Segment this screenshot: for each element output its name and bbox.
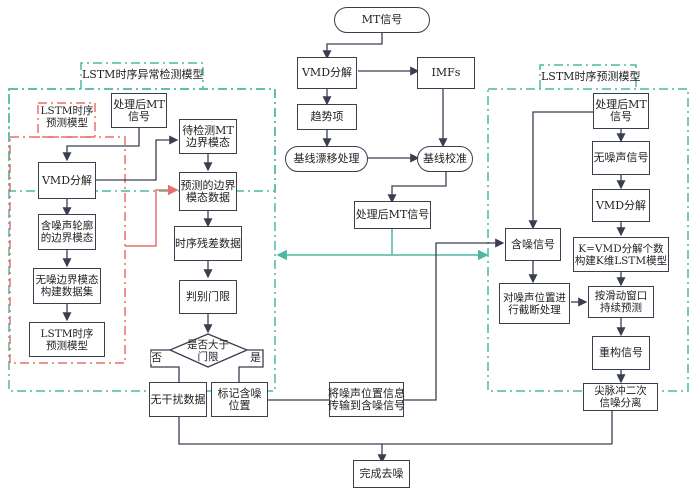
clean-data-box: 无干扰数据 (149, 382, 207, 417)
right-vmd-box: VMD分解 (592, 189, 650, 222)
left-processed-mt-box: 处理后MT 信号 (111, 93, 167, 128)
baseline-correct-terminal: 基线校准 (417, 146, 473, 172)
right-region-title: LSTM时序预测模型 (541, 70, 641, 83)
predicted-modes-box: 预测的边界 模态数据 (179, 172, 237, 211)
to-detect-modes-box: 待检测MT 边界模态 (179, 119, 237, 154)
trend-box: 趋势项 (297, 104, 357, 130)
noise-free-signal-box: 无噪声信号 (592, 141, 650, 175)
residual-box: 时序残差数据 (174, 226, 242, 261)
mark-noise-box: 标记含噪 位置 (211, 382, 268, 417)
spike-separation-box: 尖脉冲二次 信噪分离 (583, 383, 658, 411)
sliding-window-box: 按滑动窗口 持续预测 (588, 286, 654, 318)
transfer-noise-info-box: 将噪声位置信息 传输到含噪信号 (328, 382, 405, 417)
decision-diamond (168, 333, 249, 368)
done-denoise-box: 完成去噪 (353, 460, 410, 488)
lstm-subregion-border (9, 102, 126, 364)
truncate-box: 对噪声位置进 行截断处理 (499, 283, 570, 324)
noisy-signal-box: 含噪信号 (505, 228, 561, 261)
clean-dataset-box: 无噪边界模态 构建数据集 (33, 268, 101, 304)
processed-mt-signal-box: 处理后MT信号 (354, 201, 431, 229)
imfs-box: IMFs (417, 57, 475, 89)
left-region-border-full (8, 88, 276, 392)
lstm-model-box: LSTM时序 预测模型 (29, 322, 105, 357)
left-region-title: LSTM时序异常检测模型 (82, 68, 204, 81)
red-arrow (125, 184, 179, 247)
right-processed-mt-box: 处理后MT 信号 (593, 93, 649, 129)
no-label: 否 (151, 351, 162, 364)
left-vmd-box: VMD分解 (38, 162, 96, 199)
reconstruct-box: 重构信号 (592, 336, 650, 370)
mt-signal-terminal: MT信号 (334, 7, 430, 33)
noisy-modes-box: 含噪声轮廓 的边界模态 (38, 214, 96, 250)
yes-label: 是 (250, 351, 261, 364)
baseline-drift-terminal: 基线漂移处理 (285, 146, 368, 172)
decision-label: 是否大于 门限 (187, 339, 229, 363)
lstm-subregion-title: LSTM时序 预测模型 (40, 105, 94, 129)
threshold-box: 判别门限 (179, 280, 237, 314)
vmd-decompose-box: VMD分解 (297, 57, 357, 89)
k-lstm-model-box: K=VMD分解个数 构建K维LSTM模型 (573, 237, 669, 272)
